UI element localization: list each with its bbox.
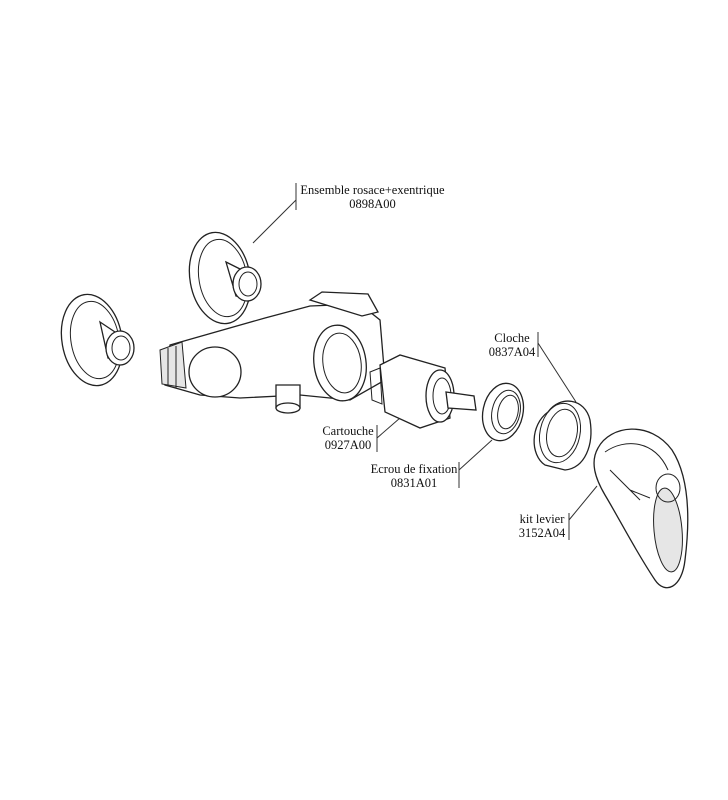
- part-label-cloche: Cloche 0837A04: [486, 331, 538, 359]
- part-ref: 0927A00: [324, 438, 372, 452]
- part-ref: 0898A00: [349, 197, 396, 211]
- part-ref: 0837A04: [488, 345, 536, 359]
- cloche: [533, 400, 592, 471]
- part-ref: 3152A04: [518, 526, 566, 540]
- rosace-left: [60, 293, 135, 387]
- part-name: Cartouche: [322, 424, 374, 438]
- part-label-rosace: Ensemble rosace+exentrique 0898A00: [290, 183, 455, 211]
- part-name: Ecrou de fixation: [370, 462, 458, 476]
- part-label-ecrou: Ecrou de fixation 0831A01: [368, 462, 460, 490]
- leader-lines: [252, 183, 598, 540]
- mixer-body: [159, 291, 386, 414]
- part-name: kit levier: [519, 512, 565, 526]
- part-label-levier: kit levier 3152A04: [514, 512, 570, 540]
- part-name: Ensemble rosace+exentrique: [300, 183, 445, 197]
- part-name: Cloche: [494, 331, 530, 345]
- lever-handle: [593, 428, 689, 589]
- part-ref: 0831A01: [390, 476, 438, 490]
- part-label-cartouche: Cartouche 0927A00: [318, 424, 378, 452]
- rosace-top: [188, 231, 262, 325]
- fixing-nut: [481, 382, 525, 442]
- cartridge: [369, 354, 477, 429]
